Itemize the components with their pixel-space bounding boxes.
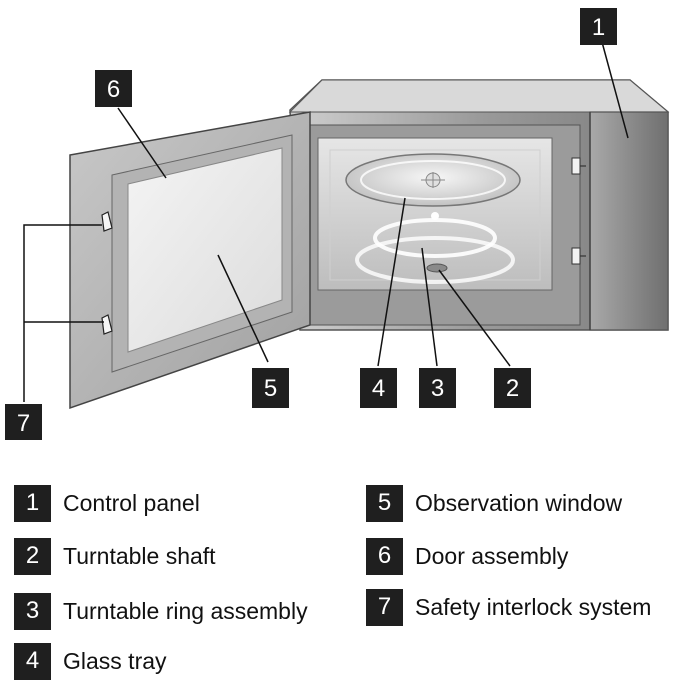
legend-number: 1: [14, 484, 51, 522]
glass-tray: [345, 153, 521, 207]
legend-label: Turntable shaft: [63, 542, 216, 569]
callout-2: 2: [494, 368, 531, 408]
legend-label: Turntable ring assembly: [63, 597, 308, 624]
safety-interlock-hooks: [101, 211, 113, 335]
svg-text:1: 1: [592, 14, 605, 41]
svg-text:5: 5: [264, 375, 277, 402]
svg-text:4: 4: [372, 375, 385, 402]
callout-1: 1: [580, 8, 617, 45]
legend-item-turntable-shaft: 2 Turntable shaft: [14, 537, 216, 575]
leader-lines: [23, 41, 629, 402]
svg-text:2: 2: [506, 375, 519, 402]
callout-5: 5: [252, 368, 289, 408]
callout-3: 3: [419, 368, 456, 408]
legend-number: 6: [366, 537, 403, 575]
turntable-shaft: [426, 263, 448, 273]
legend-item-door-assembly: 6 Door assembly: [366, 537, 568, 575]
legend-number: 2: [14, 537, 51, 575]
svg-text:6: 6: [107, 76, 120, 103]
legend-item-observation-window: 5 Observation window: [366, 484, 622, 522]
legend-item-glass-tray: 4 Glass tray: [14, 642, 167, 680]
turntable-ring: [355, 212, 515, 284]
legend-number: 3: [14, 592, 51, 630]
svg-text:3: 3: [431, 375, 444, 402]
legend-label: Door assembly: [415, 542, 569, 569]
legend-label: Safety interlock system: [415, 593, 652, 620]
svg-text:7: 7: [17, 410, 30, 437]
legend-item-control-panel: 1 Control panel: [14, 484, 200, 522]
legend-number: 4: [14, 642, 51, 680]
legend-label: Control panel: [63, 489, 200, 516]
control-panel: [589, 111, 669, 331]
callout-6: 6: [95, 70, 132, 107]
legend-item-safety-interlock-system: 7 Safety interlock system: [366, 588, 651, 626]
legend-label: Observation window: [415, 489, 623, 516]
legend-label: Glass tray: [63, 647, 167, 674]
callout-4: 4: [360, 368, 397, 408]
legend-number: 5: [366, 484, 403, 522]
legend-number: 7: [366, 588, 403, 626]
legend-item-turntable-ring-assembly: 3 Turntable ring assembly: [14, 592, 308, 630]
callout-7: 7: [5, 404, 42, 440]
latch-slots: [571, 157, 586, 265]
observation-window: [127, 147, 283, 353]
microwave-diagram: 1 6 5 4 3 2 7: [5, 8, 670, 440]
parts-legend: 1 Control panel 2 Turntable shaft 3 Turn…: [0, 470, 690, 690]
